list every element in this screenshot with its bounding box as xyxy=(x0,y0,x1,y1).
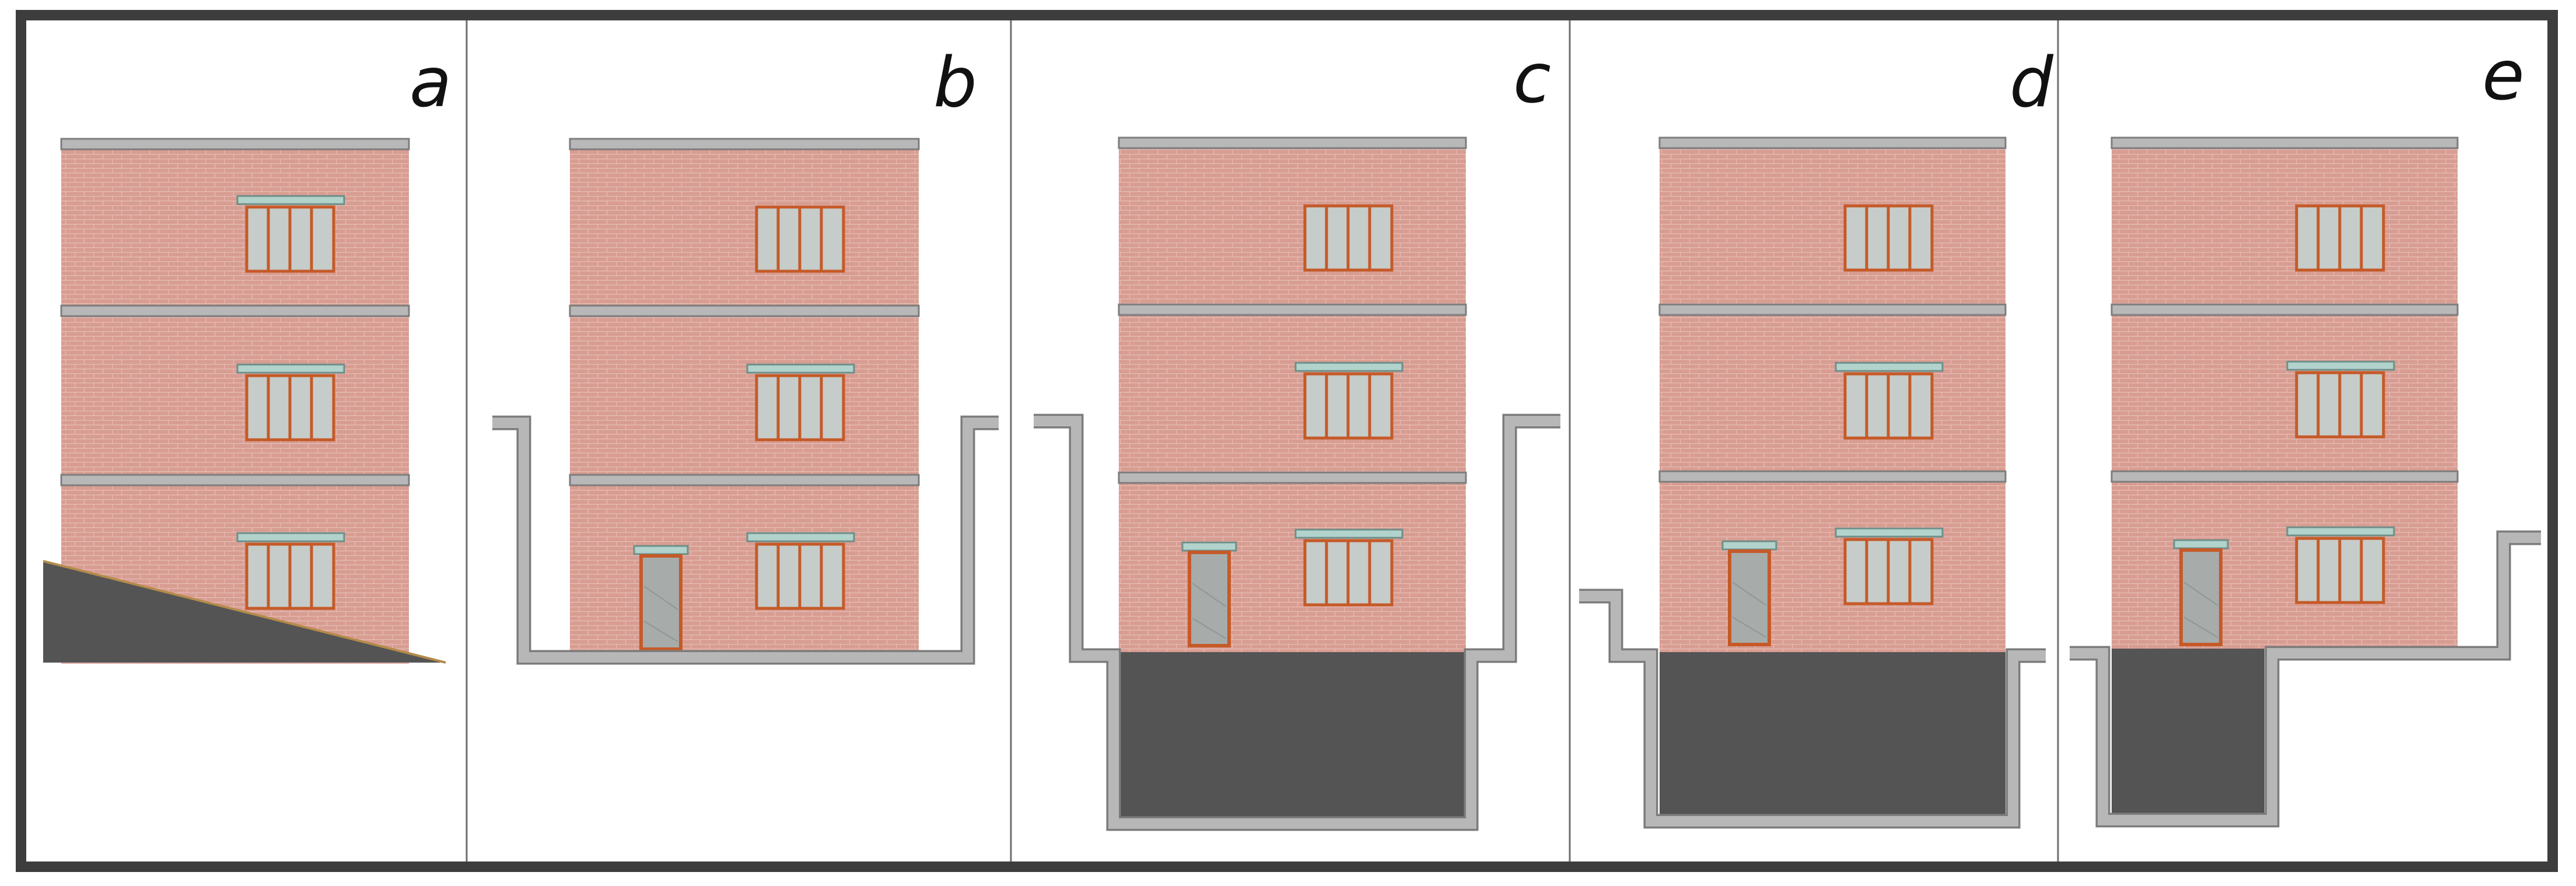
window-lintel xyxy=(236,363,345,374)
floor-slab xyxy=(1658,303,2007,316)
figure-frame xyxy=(16,10,2558,872)
floor-slab xyxy=(1118,471,1467,484)
brick-facade xyxy=(1119,138,1466,652)
window-lintel xyxy=(2286,360,2395,371)
window-lintel xyxy=(1294,362,1404,372)
pit-retaining-wall-fill xyxy=(1579,591,2046,827)
door-icon xyxy=(2179,548,2222,646)
panel-e xyxy=(2070,136,2541,828)
window-icon xyxy=(1303,372,1394,440)
floor-slab xyxy=(1118,303,1467,316)
window-icon xyxy=(2295,537,2385,604)
panel-d xyxy=(1579,136,2046,829)
roof-slab xyxy=(2110,136,2459,149)
panel-label-b: b xyxy=(933,42,977,122)
panel-label-c: c xyxy=(1513,38,1551,118)
window-lintel xyxy=(236,195,345,205)
panel-b xyxy=(492,138,999,665)
window-icon xyxy=(245,205,335,273)
panel-label-e: e xyxy=(2482,35,2525,115)
panel-c xyxy=(1034,136,1560,831)
brick-facade xyxy=(1660,138,2006,652)
window-icon xyxy=(1303,539,1394,607)
window-icon xyxy=(2295,204,2385,272)
door-lintel xyxy=(633,545,689,555)
pit-retaining-wall-fill xyxy=(492,418,999,663)
brick-facade xyxy=(570,139,919,652)
window-lintel xyxy=(746,363,855,374)
floor-slab xyxy=(2110,303,2459,316)
floor-slab xyxy=(60,474,410,486)
basement-ground xyxy=(1660,652,2006,817)
window-icon xyxy=(2295,371,2385,439)
roof-slab xyxy=(60,138,410,150)
brick-facade xyxy=(61,139,409,664)
window-lintel xyxy=(1835,527,1944,538)
door-icon xyxy=(639,554,682,651)
window-icon xyxy=(755,374,845,442)
roof-slab xyxy=(1658,136,2007,149)
window-icon xyxy=(1303,204,1394,272)
door-lintel xyxy=(2173,539,2229,549)
panel-label-d: d xyxy=(2010,42,2054,122)
panel-label-a: a xyxy=(410,42,452,122)
window-icon xyxy=(755,205,845,273)
pit-retaining-wall-fill xyxy=(2070,533,2541,825)
slope-edge xyxy=(43,560,446,664)
window-icon xyxy=(1843,204,1934,272)
pit-retaining-wall-fill xyxy=(1034,416,1560,829)
window-icon xyxy=(1843,538,1934,605)
window-lintel xyxy=(2286,526,2395,537)
brick-facade xyxy=(2112,138,2458,649)
floor-slab xyxy=(569,304,920,317)
door-icon xyxy=(1728,549,1771,646)
roof-slab xyxy=(1118,136,1467,149)
window-lintel xyxy=(746,532,855,542)
window-lintel xyxy=(1294,528,1404,539)
floor-slab xyxy=(569,474,920,486)
floor-slab xyxy=(60,304,410,317)
panel-a xyxy=(43,138,446,664)
door-lintel xyxy=(1181,541,1237,552)
window-lintel xyxy=(236,532,345,542)
floor-slab xyxy=(1658,470,2007,483)
door-icon xyxy=(1188,551,1231,647)
window-lintel xyxy=(1835,362,1944,372)
window-icon xyxy=(755,542,845,610)
window-icon xyxy=(245,542,335,610)
basement-ground xyxy=(1119,652,1466,820)
window-icon xyxy=(245,374,335,442)
partial-basement-ground xyxy=(2112,649,2264,817)
roof-slab xyxy=(569,138,920,150)
door-lintel xyxy=(1721,540,1777,551)
window-icon xyxy=(1843,372,1934,440)
floor-slab xyxy=(2110,470,2459,483)
